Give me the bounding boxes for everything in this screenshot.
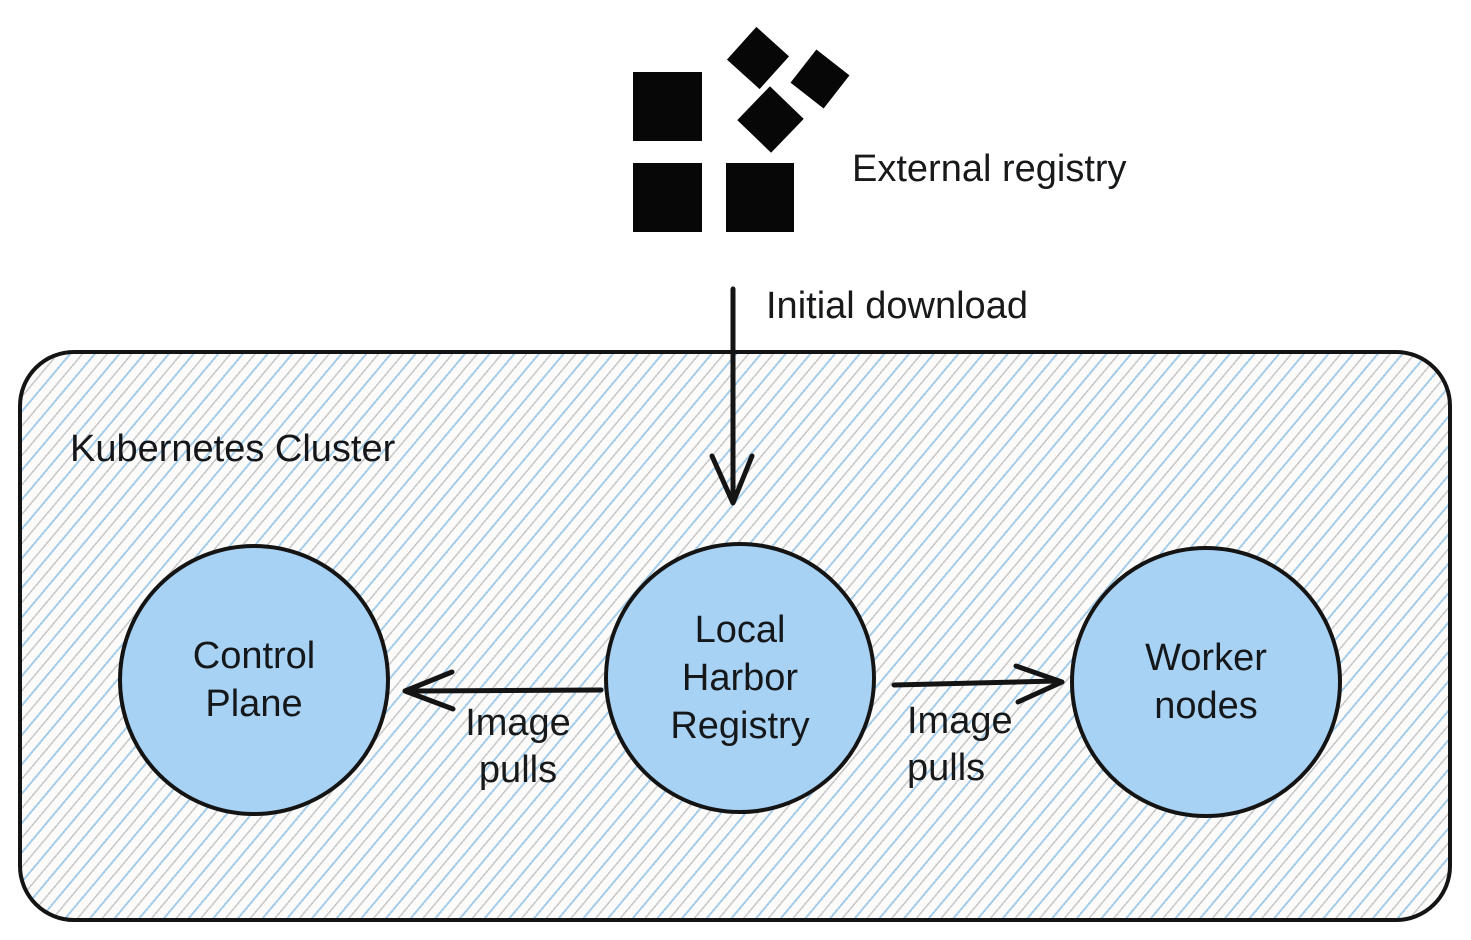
registry-block-square: [726, 163, 794, 232]
registry-block-diamond: [737, 86, 804, 153]
registry-block-square: [633, 163, 702, 232]
external-registry-icon: [633, 26, 859, 235]
node-worker-nodes: Worker nodes: [1070, 546, 1342, 818]
image-pulls-left-label: Image pulls: [465, 702, 571, 792]
registry-block-diamond: [726, 26, 790, 90]
registry-block-square: [633, 72, 702, 141]
image-pulls-right-label: Image pulls: [907, 700, 1013, 790]
node-local-harbor-registry: Local Harbor Registry: [604, 542, 876, 814]
external-registry-label: External registry: [852, 148, 1127, 190]
initial-download-label: Initial download: [766, 285, 1028, 327]
kubernetes-cluster-label: Kubernetes Cluster: [70, 428, 396, 470]
registry-block-diamond: [790, 49, 850, 109]
node-control-plane: Control Plane: [118, 544, 390, 816]
kubernetes-cluster-box: Kubernetes Cluster Control Plane Local H…: [18, 350, 1452, 922]
